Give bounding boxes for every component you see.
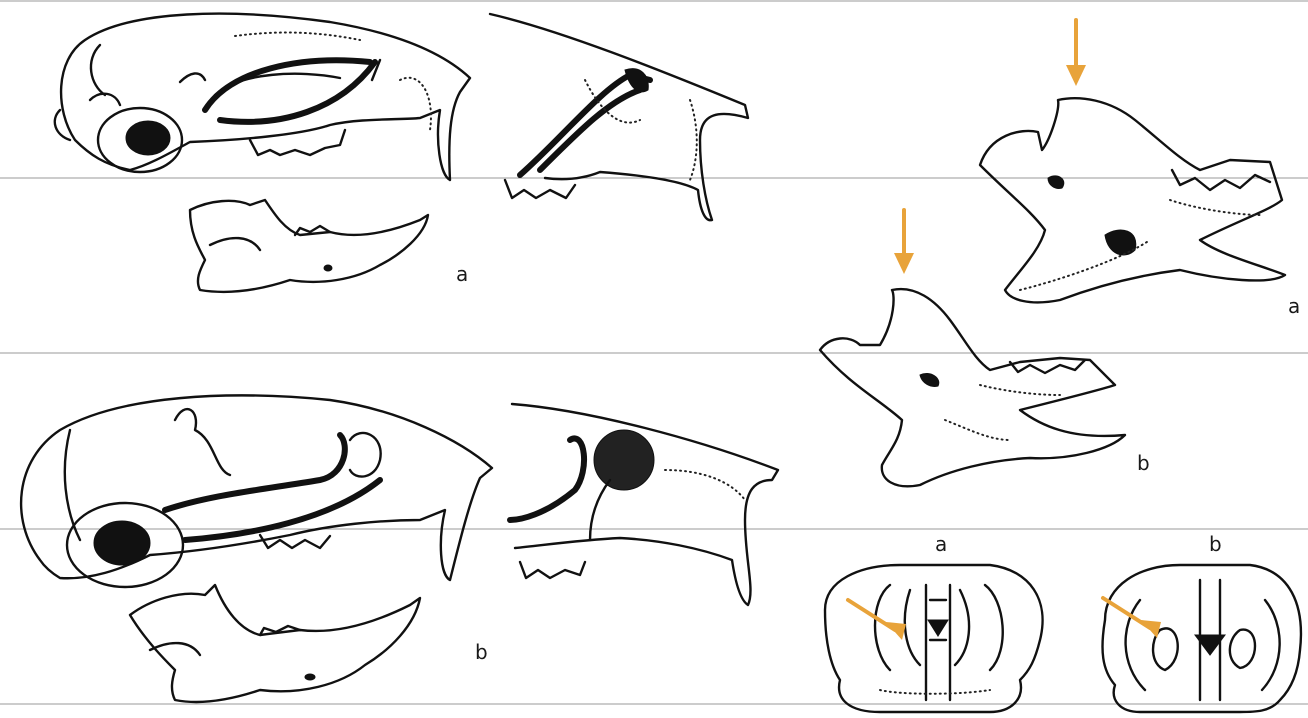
arrow-frontal-b: [1103, 598, 1161, 638]
label-frontal-a: a: [935, 534, 947, 554]
arrow-mandible-a: [1066, 20, 1086, 86]
skull-frontal-a: [825, 565, 1043, 712]
mandible-medial-a: [980, 98, 1285, 302]
mandible-lateral-a: [190, 200, 428, 292]
skull-lateral-b: [21, 395, 492, 587]
rostrum-detail-b: [510, 404, 778, 605]
skull-frontal-b: [1102, 565, 1300, 712]
arrow-mandible-b: [894, 210, 914, 274]
skull-lateral-a: [55, 14, 470, 180]
mandible-lateral-b: [130, 585, 420, 702]
label-frontal-b: b: [1209, 534, 1222, 554]
label-mandible-b: b: [1137, 453, 1150, 473]
label-skull-a: a: [456, 264, 468, 284]
label-mandible-a: a: [1288, 296, 1300, 316]
label-skull-b: b: [475, 642, 488, 662]
mandible-medial-b: [820, 289, 1125, 486]
rostrum-detail-a: [490, 14, 748, 220]
